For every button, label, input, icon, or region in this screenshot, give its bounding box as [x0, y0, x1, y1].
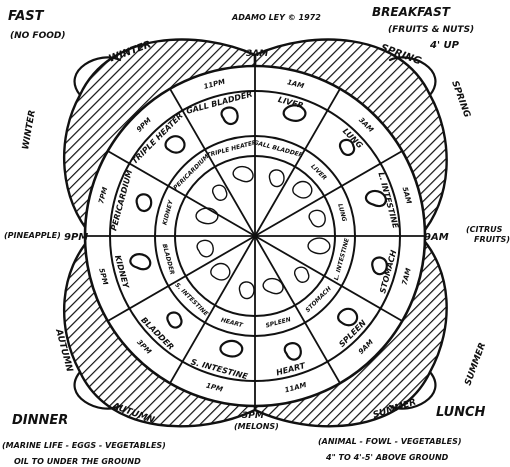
lunch-ground-note: 4" TO 4'-5' ABOVE GROUND	[325, 453, 449, 462]
breakfast-height: 4' UP	[429, 40, 460, 51]
clock-bottom-label: 3PM	[242, 411, 264, 421]
clock-bottom-note: (MELONS)	[234, 422, 279, 431]
author-credit: ADAMO LEY © 1972	[231, 13, 321, 22]
breakfast-title: BREAKFAST	[372, 5, 451, 19]
lunch-title: LUNCH	[436, 405, 486, 420]
fast-note: (NO FOOD)	[10, 31, 65, 41]
right-side-label-2: FRUITS)	[474, 235, 510, 244]
right-side-label-1: (CITRUS	[466, 225, 503, 234]
clock-right-label: 9AM	[424, 232, 449, 243]
left-side-label: (PINEAPPLE)	[4, 231, 61, 240]
lunch-note: (ANIMAL - FOWL - VEGETABLES)	[318, 437, 462, 446]
summer-side-label: SUMMER	[463, 341, 488, 387]
dinner-ground-note: OIL TO UNDER THE GROUND	[14, 457, 141, 466]
clock-top-label: 3AM	[246, 49, 268, 59]
winter-side-label: WINTER	[21, 109, 38, 150]
clock-left-label: 9PM	[64, 232, 88, 243]
breakfast-note: (FRUITS & NUTS)	[388, 25, 474, 35]
fast-title: FAST	[8, 9, 45, 24]
dinner-title: DINNER	[12, 413, 68, 428]
dinner-note: (MARINE LIFE - EGGS - VEGETABLES)	[2, 441, 166, 450]
spring-side-label: SPRING	[449, 80, 471, 119]
